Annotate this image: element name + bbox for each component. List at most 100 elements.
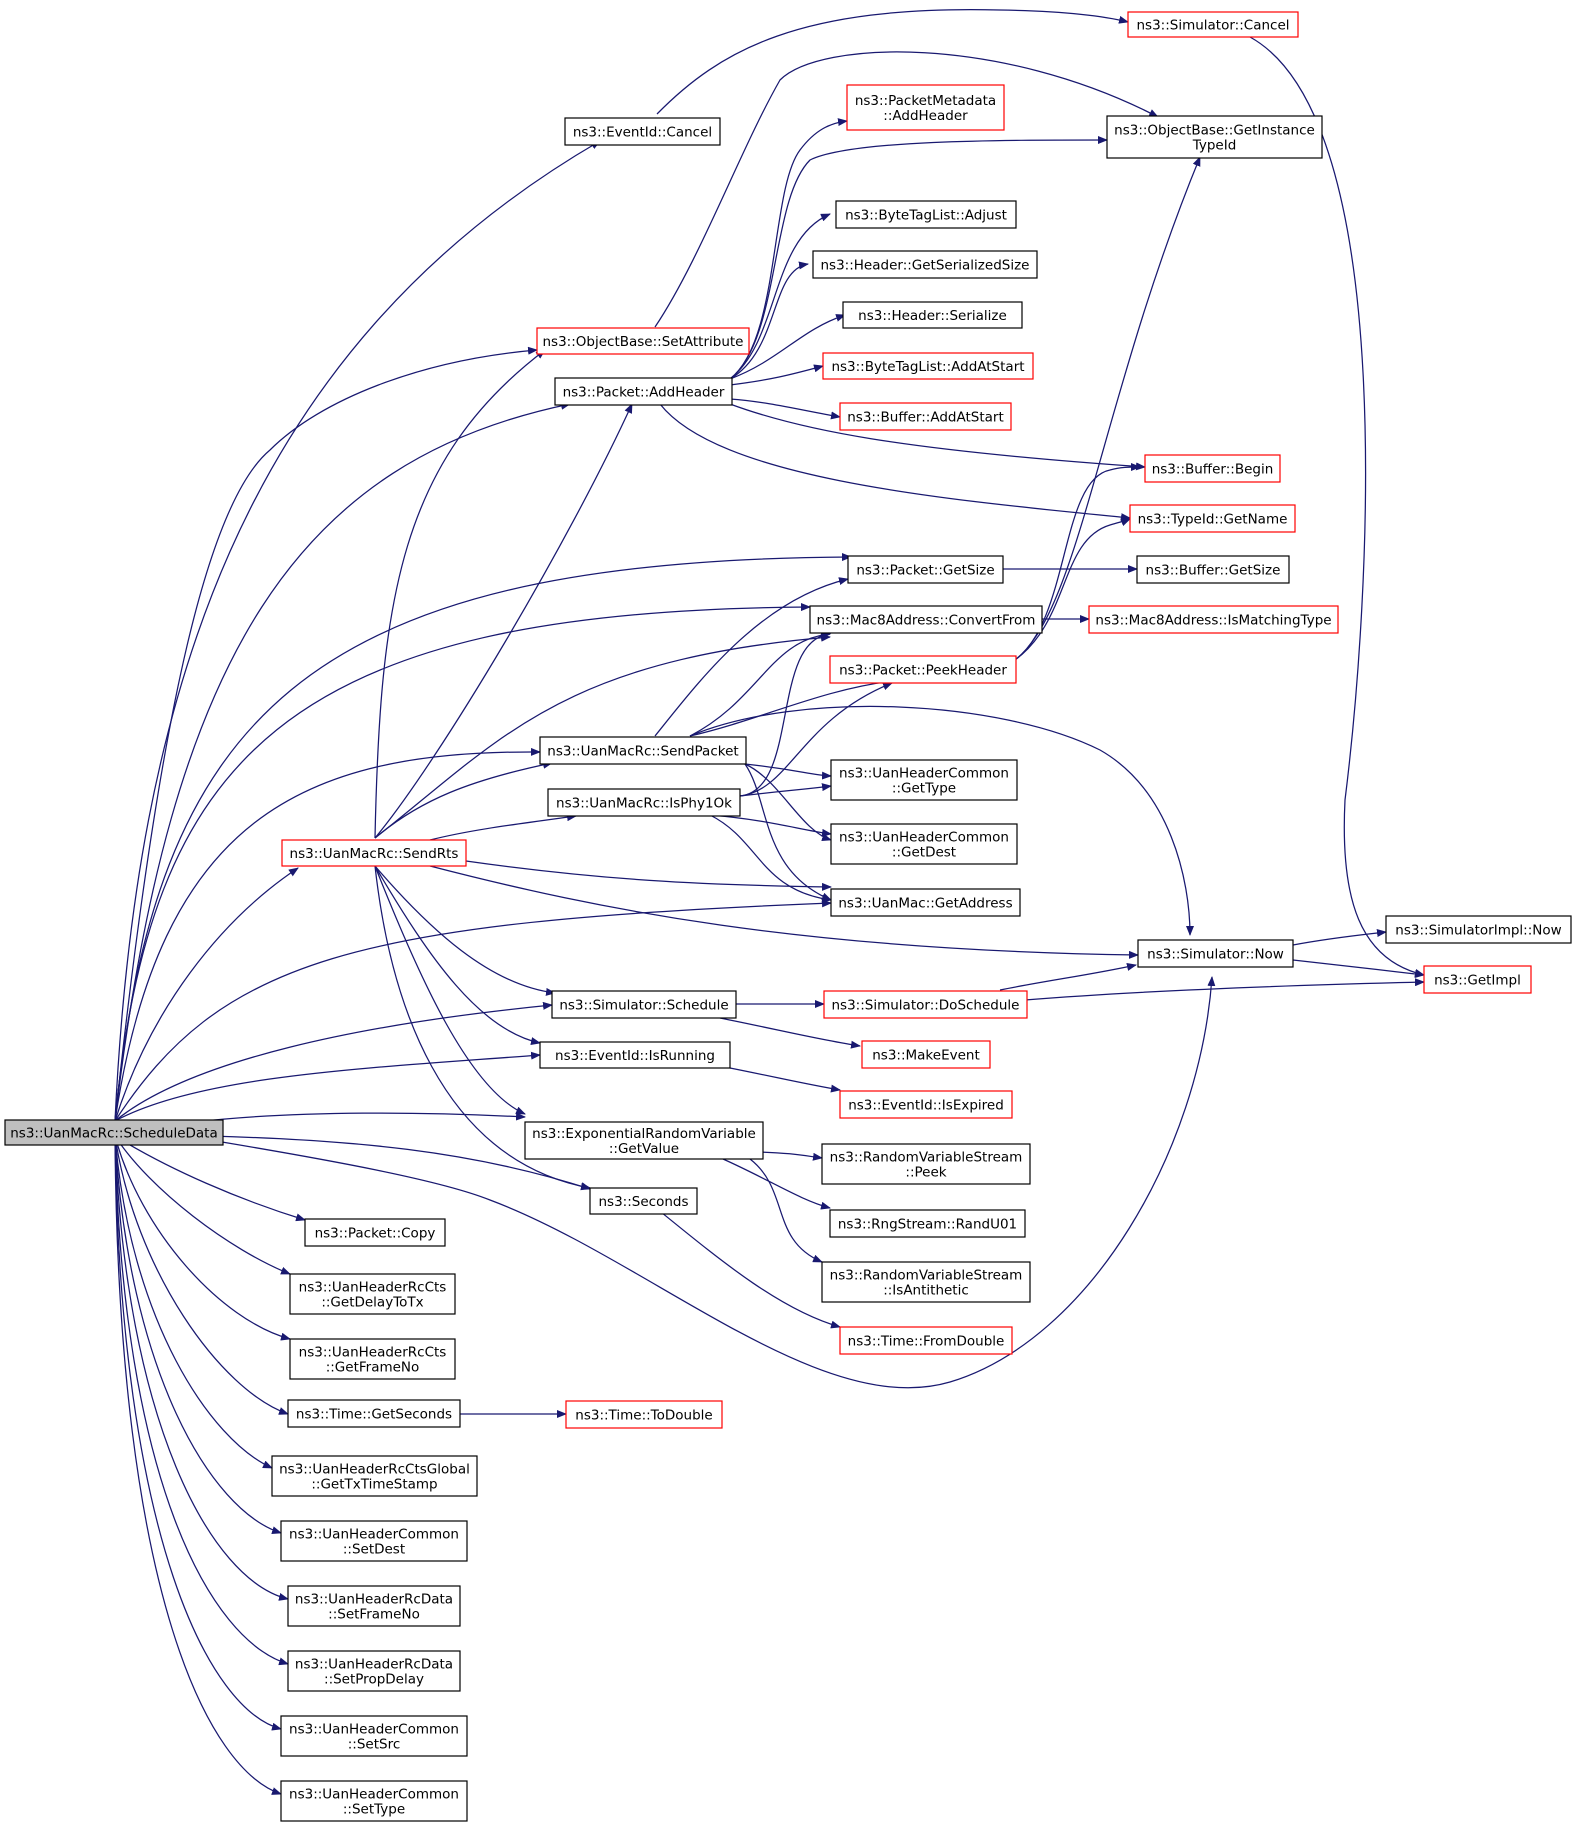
- node-uhc-setdest[interactable]: ns3::UanHeaderCommon::SetDest: [280, 1520, 468, 1562]
- node-btl-addstart[interactable]: ns3::ByteTagList::AddAtStart: [822, 352, 1034, 380]
- node-box: [829, 655, 1017, 684]
- node-box: [1088, 605, 1339, 634]
- node-uhrc-getframe[interactable]: ns3::UanHeaderRcCts::GetFrameNo: [289, 1338, 456, 1380]
- node-time-getsec[interactable]: ns3::Time::GetSeconds: [287, 1399, 461, 1428]
- edge: [654, 577, 849, 737]
- edge: [749, 1158, 823, 1263]
- node-label: ::GetDelayToTx: [321, 1295, 423, 1311]
- node-label: ns3::Time::ToDouble: [575, 1408, 712, 1424]
- node-uhrc-getdelay[interactable]: ns3::UanHeaderRcCts::GetDelayToTx: [289, 1273, 456, 1315]
- edge: [739, 682, 893, 797]
- edge: [1292, 959, 1425, 978]
- node-root[interactable]: ns3::UanMacRc::ScheduleData: [4, 1119, 224, 1146]
- node-box: [565, 1400, 723, 1429]
- node-rng-randu01[interactable]: ns3::RngStream::RandU01: [829, 1209, 1026, 1238]
- node-label: ::Peek: [905, 1165, 946, 1181]
- node-uhrd-setframe[interactable]: ns3::UanHeaderRcData::SetFrameNo: [287, 1585, 461, 1627]
- node-mac8-ismatch[interactable]: ns3::Mac8Address::IsMatchingType: [1088, 605, 1339, 634]
- node-mac8-conv[interactable]: ns3::Mac8Address::ConvertFrom: [809, 605, 1043, 634]
- node-label: ::AddHeader: [883, 108, 968, 124]
- node-makeevent[interactable]: ns3::MakeEvent: [861, 1040, 991, 1069]
- node-rvs-isanti[interactable]: ns3::RandomVariableStream::IsAntithetic: [821, 1261, 1031, 1303]
- node-buf-getsize[interactable]: ns3::Buffer::GetSize: [1136, 555, 1290, 584]
- node-rvs-peek[interactable]: ns3::RandomVariableStream::Peek: [821, 1143, 1031, 1185]
- node-label: ::GetType: [892, 781, 956, 797]
- node-label: ns3::Time::GetSeconds: [296, 1407, 452, 1423]
- node-sim-cancel[interactable]: ns3::Simulator::Cancel: [1127, 11, 1299, 38]
- node-uhc-gettype[interactable]: ns3::UanHeaderCommon::GetType: [830, 759, 1018, 801]
- node-time-todouble[interactable]: ns3::Time::ToDouble: [565, 1400, 723, 1429]
- node-uhrcg-gettx[interactable]: ns3::UanHeaderRcCtsGlobal::GetTxTimeStam…: [271, 1455, 478, 1497]
- edge: [1014, 518, 1131, 661]
- node-uan-isphy[interactable]: ns3::UanMacRc::IsPhy1Ok: [547, 788, 741, 817]
- node-uhc-settype[interactable]: ns3::UanHeaderCommon::SetType: [280, 1780, 468, 1822]
- node-hdr-ser[interactable]: ns3::Header::Serialize: [842, 301, 1023, 329]
- node-box: [1144, 454, 1281, 483]
- node-ev-isrunning[interactable]: ns3::EventId::IsRunning: [539, 1041, 731, 1069]
- node-label: ns3::Header::GetSerializedSize: [821, 258, 1030, 274]
- edge: [114, 346, 538, 1122]
- node-label: ns3::Mac8Address::IsMatchingType: [1095, 613, 1331, 629]
- node-uhc-getdest[interactable]: ns3::UanHeaderCommon::GetDest: [830, 823, 1018, 865]
- node-uhc-setsrc[interactable]: ns3::UanHeaderCommon::SetSrc: [280, 1715, 468, 1757]
- node-pkt-addheader[interactable]: ns3::Packet::AddHeader: [554, 377, 733, 406]
- node-btl-adjust[interactable]: ns3::ByteTagList::Adjust: [835, 200, 1017, 229]
- node-pkt-peek[interactable]: ns3::Packet::PeekHeader: [829, 655, 1017, 684]
- node-sim-now[interactable]: ns3::Simulator::Now: [1137, 939, 1294, 968]
- node-box: [536, 327, 750, 355]
- node-box: [842, 301, 1023, 329]
- node-box: [830, 759, 1018, 801]
- edge: [114, 1135, 273, 1469]
- node-label: ns3::Buffer::Begin: [1152, 462, 1274, 478]
- node-sim-sched[interactable]: ns3::Simulator::Schedule: [551, 990, 737, 1019]
- node-typeid-getname[interactable]: ns3::TypeId::GetName: [1129, 504, 1296, 533]
- node-box: [861, 1040, 991, 1069]
- node-ev-isexpired[interactable]: ns3::EventId::IsExpired: [839, 1090, 1013, 1119]
- node-obj-setattr[interactable]: ns3::ObjectBase::SetAttribute: [536, 327, 750, 355]
- node-box: [551, 990, 737, 1019]
- node-box: [271, 1455, 478, 1497]
- edge: [429, 865, 1139, 959]
- node-label: ns3::Seconds: [599, 1194, 689, 1210]
- edge: [729, 364, 824, 386]
- node-uan-sendrts[interactable]: ns3::UanMacRc::SendRts: [281, 839, 467, 867]
- node-uanmac-getaddr[interactable]: ns3::UanMac::GetAddress: [830, 888, 1021, 917]
- node-box: [1136, 555, 1290, 584]
- node-ev-cancel[interactable]: ns3::EventId::Cancel: [564, 117, 721, 146]
- edge: [114, 1135, 306, 1222]
- node-sim-dosched[interactable]: ns3::Simulator::DoSchedule: [823, 990, 1028, 1019]
- node-box: [524, 1121, 764, 1160]
- node-label: ns3::ObjectBase::SetAttribute: [543, 334, 744, 350]
- node-uhrd-setprop[interactable]: ns3::UanHeaderRcData::SetPropDelay: [287, 1650, 461, 1692]
- node-box: [564, 117, 721, 146]
- node-box: [1137, 939, 1294, 968]
- node-exp-getvalue[interactable]: ns3::ExponentialRandomVariable::GetValue: [524, 1121, 764, 1160]
- node-label: ns3::Packet::GetSize: [856, 563, 994, 579]
- node-time-fromdouble[interactable]: ns3::Time::FromDouble: [839, 1326, 1013, 1355]
- edge: [114, 747, 541, 1122]
- node-pkt-getsize[interactable]: ns3::Packet::GetSize: [847, 555, 1004, 584]
- node-buf-begin[interactable]: ns3::Buffer::Begin: [1144, 454, 1281, 483]
- node-seconds[interactable]: ns3::Seconds: [589, 1187, 698, 1215]
- node-label: ns3::Mac8Address::ConvertFrom: [817, 613, 1036, 629]
- edge: [689, 705, 1194, 936]
- node-box: [1106, 115, 1323, 159]
- edge: [729, 213, 831, 380]
- node-box: [280, 1780, 468, 1822]
- node-label: ns3::RandomVariableStream: [830, 1150, 1023, 1166]
- node-label: ns3::Simulator::Now: [1147, 947, 1284, 963]
- node-label: ::SetSrc: [348, 1737, 401, 1753]
- edge: [209, 1135, 591, 1191]
- node-pm-addheader[interactable]: ns3::PacketMetadata::AddHeader: [846, 84, 1005, 131]
- node-box: [287, 1399, 461, 1428]
- node-buf-addstart[interactable]: ns3::Buffer::AddAtStart: [839, 402, 1012, 431]
- node-getimpl[interactable]: ns3::GetImpl: [1423, 965, 1532, 994]
- edge: [656, 8, 1129, 115]
- node-pkt-copy[interactable]: ns3::Packet::Copy: [304, 1218, 446, 1247]
- node-hdr-getser[interactable]: ns3::Header::GetSerializedSize: [812, 250, 1038, 279]
- edge: [114, 1135, 289, 1601]
- edge: [114, 1135, 282, 1535]
- node-simimpl-now[interactable]: ns3::SimulatorImpl::Now: [1385, 915, 1572, 944]
- node-uan-sendpacket[interactable]: ns3::UanMacRc::SendPacket: [539, 736, 747, 765]
